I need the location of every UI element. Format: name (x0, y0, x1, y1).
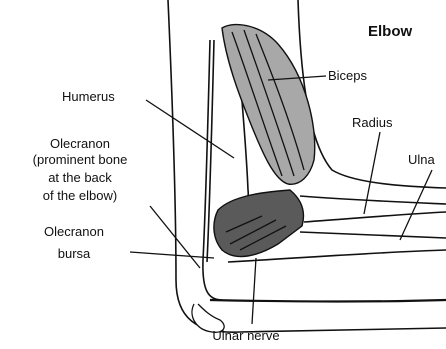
olecranon-label-line-3: at the back (48, 170, 112, 185)
olecranon-label-line-4: of the elbow) (43, 188, 117, 203)
olecranon-label-line-2: (prominent bone (33, 152, 128, 167)
ulnar-nerve (210, 300, 446, 302)
radius-label: Radius (352, 115, 393, 130)
bursa-label-line-2: bursa (58, 246, 91, 261)
elbow-joint (214, 190, 304, 257)
radius-bone (300, 196, 446, 222)
ulnar-nerve-label: Ulnar nerve (212, 328, 279, 343)
ulna-label: Ulna (408, 152, 436, 167)
bursa-label: Olecranon bursa (44, 224, 104, 261)
biceps-label: Biceps (328, 68, 368, 83)
diagram-title: Elbow (368, 23, 412, 40)
olecranon-label: Olecranon (prominent bone at the back of… (33, 136, 128, 203)
bursa-label-line-1: Olecranon (44, 224, 104, 239)
humerus-label: Humerus (62, 89, 115, 104)
olecranon-label-line-1: Olecranon (50, 136, 110, 151)
